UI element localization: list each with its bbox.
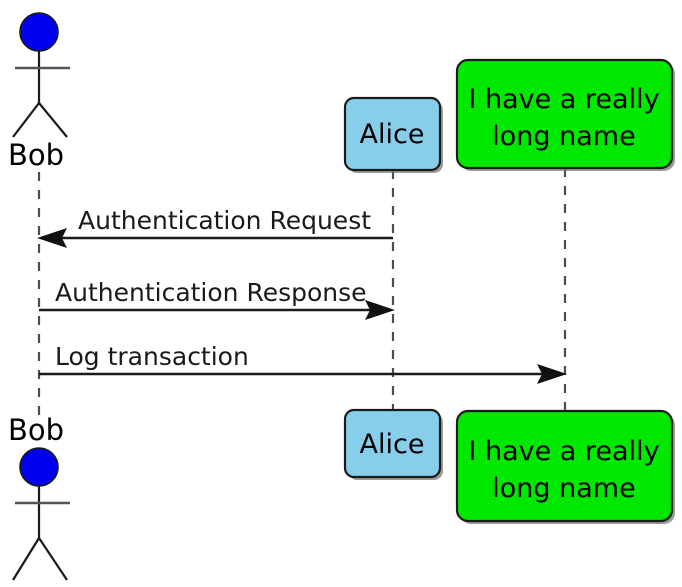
participant-longname-top[interactable]: I have a really long name	[455, 58, 675, 171]
message-log-transaction[interactable]: Log transaction	[39, 342, 567, 384]
actor-bob-top[interactable]: Bob	[8, 12, 70, 172]
message-arrowhead-left-icon	[37, 228, 67, 248]
participant-alice-top[interactable]: Alice	[343, 96, 443, 173]
lifelines-layer	[37, 168, 567, 420]
participant-longname-bottom-box[interactable]	[455, 409, 674, 523]
participant-alice-bottom-label: Alice	[360, 429, 425, 460]
actor-label-bob-top: Bob	[8, 138, 64, 172]
message-label-authentication-request: Authentication Request	[78, 206, 371, 235]
participant-alice-bottom-box[interactable]	[343, 408, 442, 479]
actor-left-leg-line	[12, 102, 40, 138]
message-label-log-transaction: Log transaction	[55, 342, 249, 371]
actor-left-leg-line-bottom	[12, 537, 40, 581]
actor-label-bob-bottom: Bob	[8, 413, 64, 447]
actor-head-icon	[19, 12, 59, 52]
actor-right-leg-line	[38, 102, 68, 138]
participant-longname-top-label-line1: I have a really	[468, 84, 659, 115]
participant-longname-bottom-label-line1: I have a really	[468, 436, 659, 467]
message-label-authentication-response: Authentication Response	[55, 278, 367, 307]
actor-right-leg-line-bottom	[38, 537, 68, 581]
participant-longname-top-label-line2: long name	[492, 121, 635, 152]
participant-alice-bottom[interactable]: Alice	[343, 408, 443, 480]
participant-alice-top-label: Alice	[360, 119, 425, 150]
participant-longname-bottom-label-line2: long name	[492, 473, 635, 504]
participant-alice-top-box[interactable]	[343, 96, 442, 172]
participant-longname-top-box[interactable]	[455, 58, 674, 170]
message-authentication-request[interactable]: Authentication Request	[37, 206, 393, 248]
actor-head-icon-bottom	[19, 447, 59, 487]
message-arrowhead-right-icon	[365, 300, 395, 320]
participant-longname-bottom[interactable]: I have a really long name	[455, 409, 675, 524]
actor-bob-bottom[interactable]: Bob	[8, 413, 70, 581]
message-authentication-response[interactable]: Authentication Response	[39, 278, 395, 320]
message-arrowhead-right-icon-2	[537, 364, 567, 384]
